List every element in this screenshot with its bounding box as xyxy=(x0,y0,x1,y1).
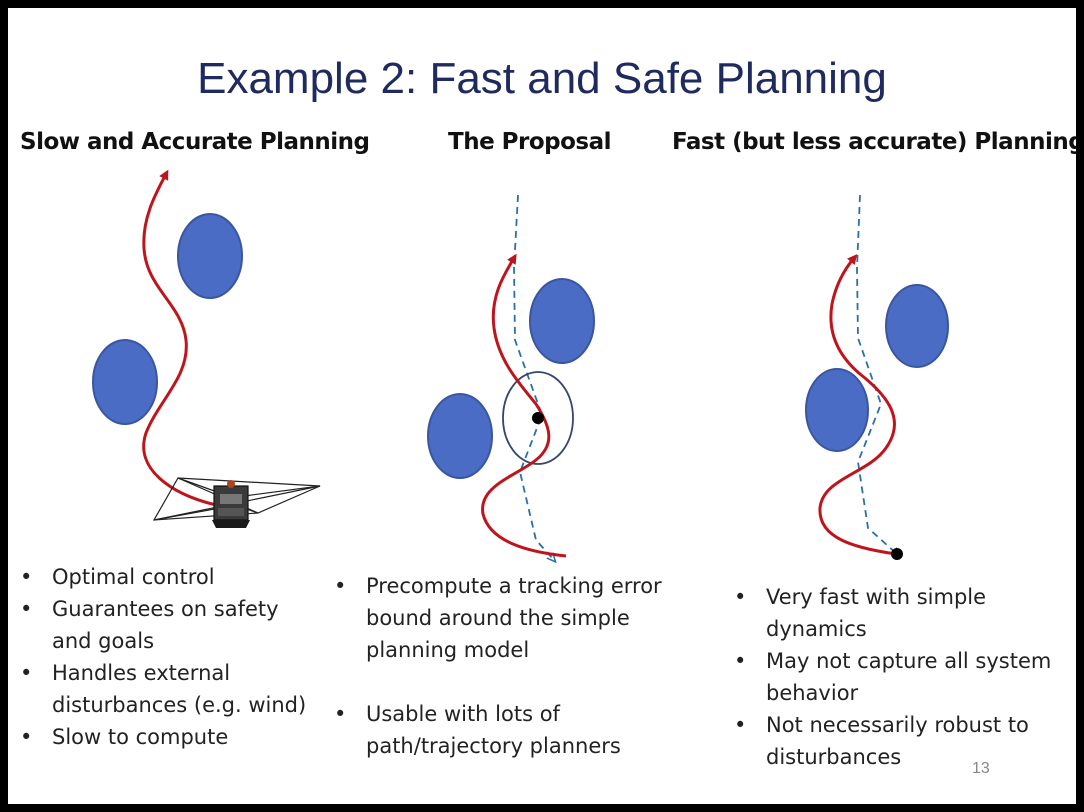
trajectory-center xyxy=(481,253,567,558)
heading-slow-accurate: Slow and Accurate Planning xyxy=(20,129,370,155)
vehicle-center xyxy=(532,412,544,424)
trajectory-left xyxy=(142,169,217,507)
bullet-list-right: Very fast with simple dynamics May not c… xyxy=(730,581,1075,773)
bullet-item: Guarantees on safety and goals xyxy=(16,593,316,657)
bullet-item: May not capture all system behavior xyxy=(730,645,1075,709)
left-panel xyxy=(92,169,321,528)
obstacle-right-top xyxy=(885,284,949,368)
slide-title: Example 2: Fast and Safe Planning xyxy=(197,54,887,103)
heading-fast-less-accurate: Fast (but less accurate) Planning xyxy=(672,129,1076,155)
obstacle-right-bottom xyxy=(805,368,869,452)
planned-path-center xyxy=(513,194,553,559)
obstacle-center-bottom xyxy=(427,393,493,479)
right-panel xyxy=(805,194,949,560)
bullet-item: Optimal control xyxy=(16,561,316,593)
heading-proposal: The Proposal xyxy=(448,129,612,155)
tracking-error-bound xyxy=(502,371,574,465)
slide: Example 2: Fast and Safe Planning Slow a… xyxy=(8,8,1076,804)
bullet-item: Not necessarily robust to disturbances xyxy=(730,709,1075,773)
trajectory-right xyxy=(818,254,897,556)
planning-diagram xyxy=(92,169,949,804)
bullet-item: Precompute a tracking error bound around… xyxy=(330,570,675,666)
vehicle-right xyxy=(891,548,903,560)
bullet-item: Very fast with simple dynamics xyxy=(730,581,1075,645)
bullet-item: Usable with lots of path/trajectory plan… xyxy=(330,698,675,762)
obstacle-left-bottom xyxy=(92,339,158,425)
obstacle-center-top xyxy=(529,278,595,364)
bullet-list-left: Optimal control Guarantees on safety and… xyxy=(16,561,316,753)
center-panel xyxy=(427,194,595,559)
quadrotor-drone-icon xyxy=(152,477,321,528)
page-number: 13 xyxy=(972,760,990,777)
planned-path-right xyxy=(856,194,897,554)
bullet-item: Slow to compute xyxy=(16,721,316,753)
obstacle-left-top xyxy=(177,213,243,299)
bullet-list-center: Precompute a tracking error bound around… xyxy=(330,570,675,762)
bullet-item: Handles external disturbances (e.g. wind… xyxy=(16,657,316,721)
